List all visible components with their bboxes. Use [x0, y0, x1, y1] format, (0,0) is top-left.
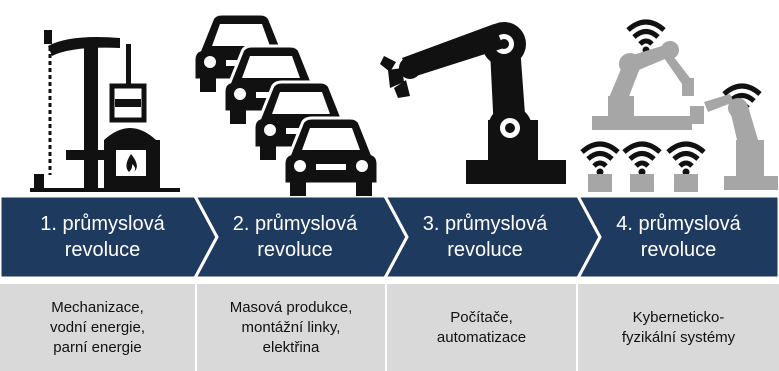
stage-1-description: Mechanizace, vodní energie, parní energi…: [0, 284, 195, 371]
connected-robots-wifi-icon: [578, 0, 779, 196]
stage-4-description: Kyberneticko- fyzikální systémy: [578, 284, 779, 371]
stage-3-description: Počítače, automatizace: [387, 284, 576, 371]
stage-4-arrow: [576, 196, 779, 278]
stage-1-title: 1. průmyslová revoluce: [40, 213, 165, 261]
stage-2-title: 2. průmyslová revoluce: [232, 213, 358, 261]
robotic-arm-icon: [380, 0, 580, 196]
stage-3-title: 3. průmyslová revoluce: [422, 213, 548, 261]
timeline-arrow-band: [0, 196, 779, 278]
stage-4-title: 4. průmyslová revoluce: [616, 213, 741, 261]
stage-2-description: Masová produkce, montážní linky, elektři…: [197, 284, 385, 371]
stage-2-arrow: [193, 196, 409, 278]
stage-3-arrow: [383, 196, 602, 278]
assembly-line-cars-icon: [190, 0, 385, 196]
steam-engine-icon: [0, 0, 195, 196]
